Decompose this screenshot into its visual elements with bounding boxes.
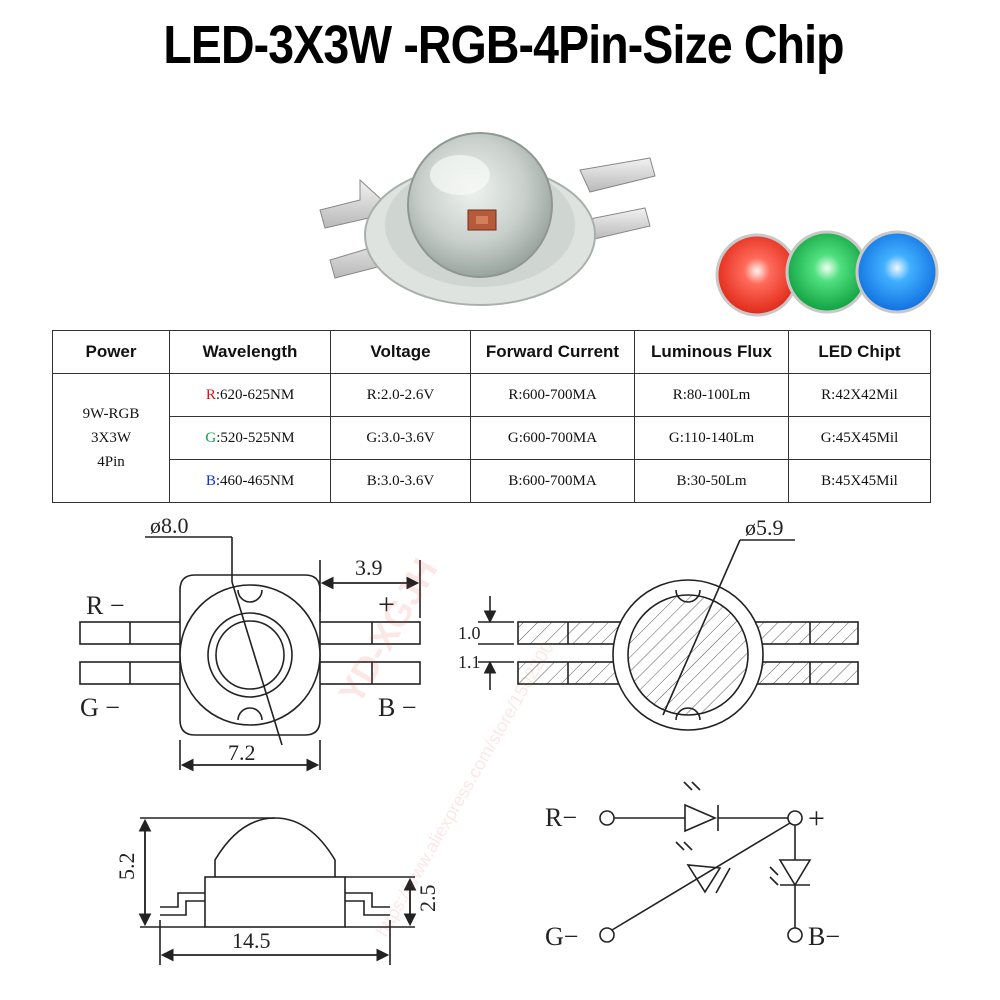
table-row: 9W-RGB 3X3W 4Pin R:620-625NM R:2.0-2.6V …: [52, 373, 931, 503]
current-cell: B:600-700MA: [470, 459, 635, 503]
table-row: B:460-465NM B:3.0-3.6V B:600-700MA B:30-…: [53, 459, 931, 503]
dim-body-width: 7.2: [228, 740, 256, 765]
pin-label-r: R −: [86, 591, 125, 620]
bottom-view-drawing: [478, 539, 859, 731]
top-view-drawing: [79, 536, 421, 772]
wavelength-cell: B:460-465NM: [169, 459, 331, 503]
dim-lead-thickness-2: 1.1: [458, 652, 481, 672]
header-led-chip: LED Chipt: [788, 330, 931, 374]
power-line: 3X3W: [91, 430, 131, 446]
pin-label-g: G −: [80, 693, 120, 722]
page-title: LED-3X3W -RGB-4Pin-Size Chip: [163, 15, 844, 75]
led-chip-photo: [319, 132, 656, 306]
voltage-cell: G:3.0-3.6V: [330, 416, 471, 460]
current-cell: G:600-700MA: [470, 416, 635, 460]
schematic-label-g: G−: [545, 922, 578, 951]
current-cell: R:600-700MA: [470, 373, 635, 417]
rgb-led-glow-icons: [715, 230, 939, 317]
wavelength-value: :460-465NM: [215, 472, 295, 489]
dim-lead-thickness-1: 1.0: [458, 623, 481, 643]
header-wavelength: Wavelength: [169, 330, 331, 374]
channel-letter: B: [205, 472, 216, 489]
pin-label-b: B −: [378, 693, 417, 722]
power-line: 4Pin: [97, 454, 125, 470]
channel-letter: R: [205, 386, 216, 403]
schematic-label-b: B−: [808, 922, 840, 951]
spec-table: Power Wavelength Voltage Forward Current…: [52, 330, 931, 503]
dimension-drawings: ø8.0 3.9 7.2 R − G − + B − ø5.9 1.0 1.1 …: [79, 513, 859, 965]
dim-total-length: 14.5: [232, 928, 271, 953]
channel-letter: G: [205, 429, 217, 446]
circuit-schematic: [599, 781, 812, 943]
dim-outer-diameter: ø8.0: [150, 513, 189, 538]
wavelength-value: :520-525NM: [216, 429, 295, 446]
flux-cell: G:110-140Lm: [634, 416, 789, 460]
table-row: G:520-525NM G:3.0-3.6V G:600-700MA G:110…: [53, 416, 931, 460]
voltage-cell: R:2.0-2.6V: [330, 373, 471, 417]
dim-total-height: 5.2: [114, 853, 139, 881]
header-voltage: Voltage: [330, 330, 471, 374]
wavelength-cell: R:620-625NM: [169, 373, 331, 417]
table-header-row: Power Wavelength Voltage Forward Current…: [52, 330, 931, 374]
header-power: Power: [52, 330, 170, 374]
flux-cell: B:30-50Lm: [634, 459, 789, 503]
side-view-drawing: [138, 817, 417, 965]
wavelength-value: :620-625NM: [215, 386, 295, 403]
voltage-cell: B:3.0-3.6V: [330, 459, 471, 503]
flux-cell: R:80-100Lm: [634, 373, 789, 417]
chip-cell: R:42X42Mil: [788, 373, 931, 417]
header-luminous-flux: Luminous Flux: [634, 330, 789, 374]
chip-cell: G:45X45Mil: [788, 416, 931, 460]
dim-lens-diameter: ø5.9: [745, 515, 784, 540]
dim-lead-length: 3.9: [355, 555, 383, 580]
chip-cell: B:45X45Mil: [788, 459, 931, 503]
power-cell: 9W-RGB 3X3W 4Pin: [52, 373, 170, 503]
power-line: 9W-RGB: [82, 406, 140, 422]
header-forward-current: Forward Current: [470, 330, 635, 374]
dim-body-height: 2.5: [415, 885, 440, 913]
pin-label-plus: +: [378, 588, 395, 621]
wavelength-cell: G:520-525NM: [169, 416, 331, 460]
schematic-label-r: R−: [545, 803, 577, 832]
schematic-label-plus: +: [808, 802, 825, 835]
